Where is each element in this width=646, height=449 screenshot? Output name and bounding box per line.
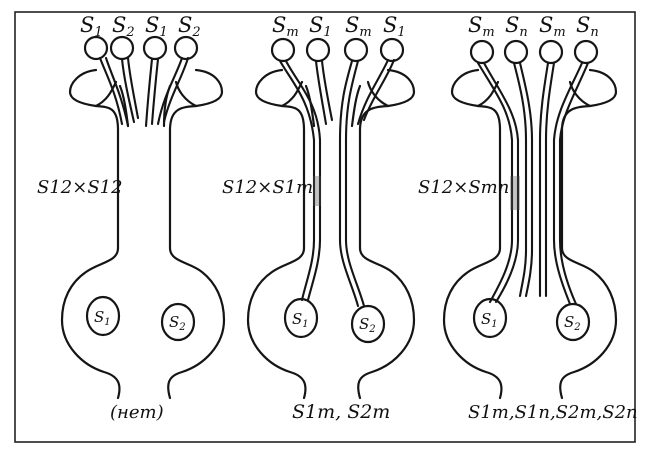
result-label: (нет) [110,402,164,423]
pollen-grain [538,39,564,65]
panel-2: Sm S1 Sm S1 S12×S1m S1 S2 S1m, S2m [222,13,416,423]
result-label: S1m, S2m [292,401,390,423]
pistil-outline [246,68,416,400]
pollen-label: Sm [539,13,566,40]
pollen-labels: S1 S2 S1 S2 [80,13,201,40]
pollen-tube-arrested [314,59,334,126]
pollen-label: Sm [345,13,372,40]
panel-1: S1 S2 S1 S2 S12×S12 S1 S2 (нет) [37,13,226,423]
pollen-label: Sn [576,13,599,40]
pollen-tube-arrested [356,58,396,126]
pollen-tube-long [338,59,366,308]
ovule-label: S2 [564,313,581,333]
pollen-grain [305,37,331,63]
ovule-label: S1 [481,310,498,330]
pollen-labels: Sm Sn Sm Sn [468,13,599,40]
result-label: S1m,S1n,S2m,S2n [468,402,638,423]
pollen-label: Sm [272,13,299,40]
pollen-grain [142,35,168,61]
pollen-tube-arrested [144,57,160,128]
figure-frame [14,11,636,443]
pollen-tube-arrested [156,56,190,126]
ovule [283,297,319,339]
pollen-label: S1 [309,13,332,40]
pollen-grain [343,37,369,63]
pollen-grain [573,39,599,65]
pollen-label: S1 [145,13,168,40]
pollen-tube-long [538,61,556,298]
pollen-label: Sm [468,13,495,40]
pollen-grain [173,35,199,61]
ovule-label: S2 [169,313,186,333]
ovule-label: S2 [359,315,376,335]
cross-label: S12×S12 [37,177,123,198]
pollen-tube-long [278,59,322,302]
pollen-tube-arrested [120,56,140,124]
pollen-grain [469,39,495,65]
tube-shading [510,176,520,210]
ovule [85,295,121,337]
pollen-grain [379,37,405,63]
ovule [160,302,196,342]
pollen-grain [109,35,135,61]
cross-label: S12×S1m [222,177,313,198]
ovule-label: S1 [94,308,111,328]
pollen-label: S2 [112,13,135,40]
pistil-outline [60,68,226,400]
pollen-label: S2 [178,13,201,40]
pistil-outline [442,68,618,400]
tube-shading [313,176,321,206]
ovule [472,297,508,339]
pollen-labels: Sm S1 Sm S1 [272,13,406,40]
pollen-grain [503,39,529,65]
pollen-label: Sn [505,13,528,40]
pollen-grain [83,35,109,61]
pollen-label: S1 [383,13,406,40]
ovule [555,302,591,342]
pollen-label: S1 [80,13,103,40]
cross-label: S12×Smn [418,177,509,198]
pollen-tube-arrested [98,56,130,128]
ovule [350,304,386,344]
ovule-label: S1 [292,310,309,330]
panel-3: Sm Sn Sm Sn S12×Smn S1 S2 S1m,S1n,S2m,S2… [418,13,638,423]
pollen-tube-long [476,61,520,304]
pollen-tube-long [552,61,590,306]
pollen-tube-long [512,61,534,298]
pollen-grain [270,37,296,63]
